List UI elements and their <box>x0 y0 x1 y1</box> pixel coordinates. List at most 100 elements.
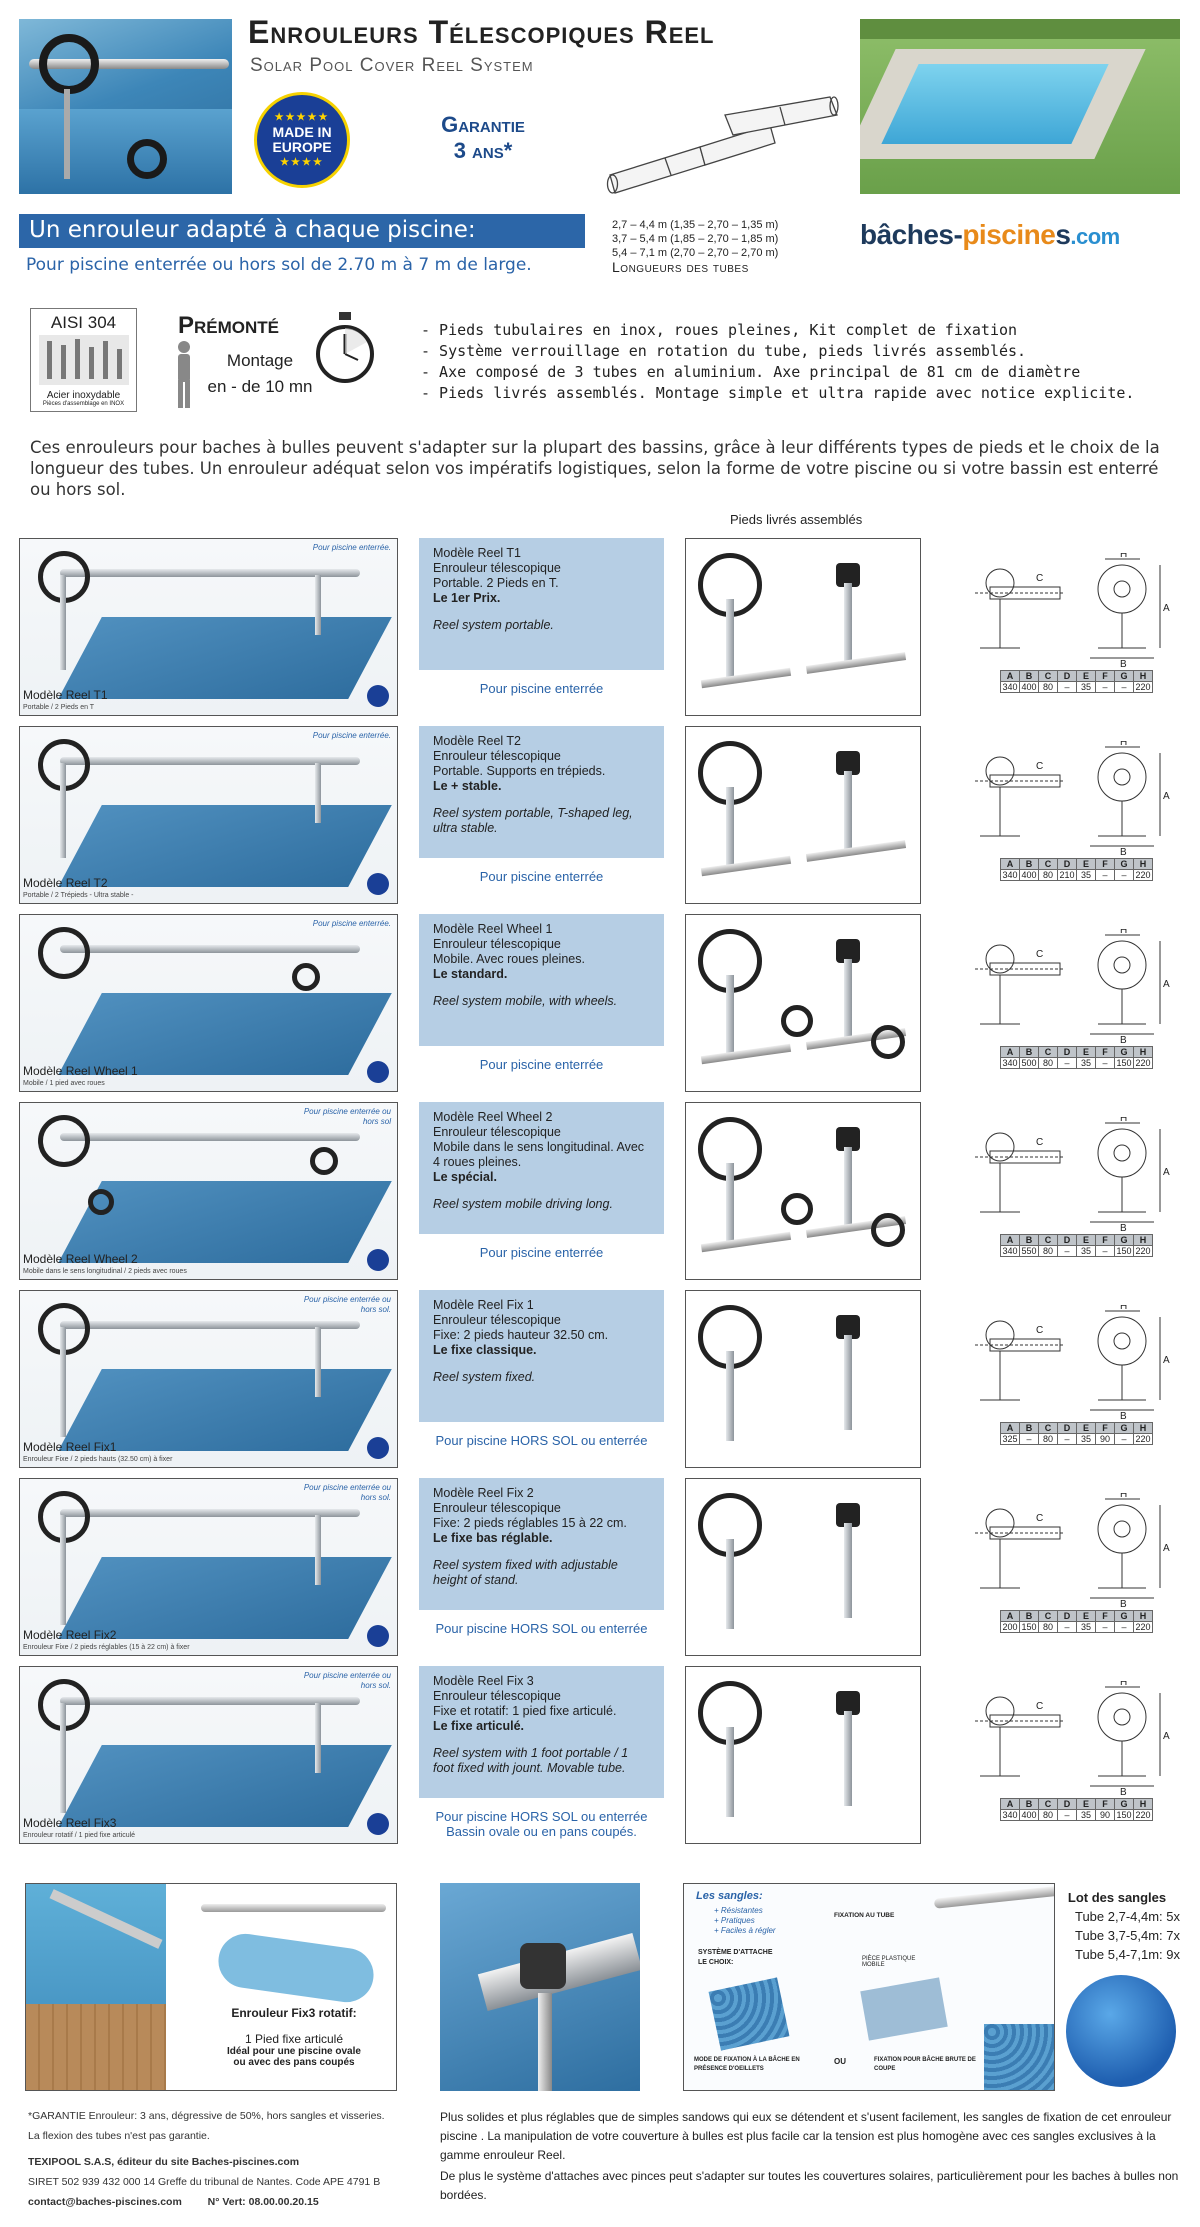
eu-stars-icon: ★★★★★ <box>274 112 330 123</box>
mode-label: Mode de fixation à la bâche en présence … <box>694 2057 800 2072</box>
dim-value: 150 <box>1114 1245 1134 1257</box>
sangles-bag-photo <box>1066 1975 1176 2087</box>
dim-header: H <box>1133 1610 1153 1622</box>
dim-header: E <box>1076 1610 1096 1622</box>
reel-tube <box>60 1321 360 1329</box>
model-image: Pour piscine enterrée. Modèle Reel T1 Po… <box>19 538 398 716</box>
lot-row: Tube 2,7-4,4m: 5x <box>1074 1909 1180 1924</box>
leg-right <box>844 1147 852 1227</box>
dim-header: H <box>1133 1798 1153 1810</box>
model-type: Enrouleur télescopique <box>433 1313 561 1327</box>
dim-value: 500 <box>1019 1057 1039 1069</box>
model-pool-link[interactable]: Pour piscine enterrée <box>479 869 604 884</box>
model-type: Enrouleur télescopique <box>433 1689 561 1703</box>
model-name: Modèle Reel T2 <box>433 734 522 748</box>
crank-wheel-icon <box>38 1115 90 1167</box>
model-english: Reel system fixed. <box>433 1370 536 1384</box>
dim-value: – <box>1057 1245 1077 1257</box>
model-name: Modèle Reel Fix 2 <box>433 1486 534 1500</box>
model-pool-link[interactable]: Pour piscine HORS SOL ou enterrée <box>435 1433 648 1448</box>
dim-header: C <box>1038 858 1058 870</box>
reel-leg <box>60 575 66 670</box>
premonte-title: Prémonté <box>178 312 280 339</box>
dim-value: 150 <box>1114 1809 1134 1821</box>
reel-leg <box>315 763 321 823</box>
garantie-label: Garantie <box>441 112 525 137</box>
model-english: Reel system with 1 foot portable / 1 foo… <box>433 1746 629 1775</box>
model-feature: Portable. Supports en trépieds. <box>433 764 606 778</box>
dim-header: E <box>1076 1798 1096 1810</box>
reel-leg <box>315 1327 321 1397</box>
reel-tube <box>60 1509 360 1517</box>
model-sublabel: Portable / 2 Trépieds - Ultra stable - <box>23 892 134 899</box>
model-parts-image <box>685 1102 921 1280</box>
svg-text:C: C <box>1036 1325 1043 1336</box>
dim-header: H <box>1133 1046 1153 1058</box>
lot-row: Tube 3,7-5,4m: 7x <box>1074 1928 1180 1943</box>
svg-text:H: H <box>1120 1493 1127 1500</box>
dim-header: F <box>1095 670 1115 682</box>
dim-header: H <box>1133 858 1153 870</box>
dim-header: C <box>1038 1046 1058 1058</box>
screws-icon <box>38 335 129 385</box>
model-highlight: Le fixe bas réglable. <box>433 1531 553 1545</box>
model-sublabel: Mobile / 1 pied avec roues <box>23 1080 105 1087</box>
wheel-icon <box>781 1005 813 1037</box>
dim-value: 340 <box>1000 1245 1020 1257</box>
banner-subtitle: Pour piscine enterrée ou hors sol de 2.7… <box>26 255 532 275</box>
dim-header: A <box>1000 670 1020 682</box>
lot-title: Lot des sangles <box>1067 1890 1167 1905</box>
model-pool-link[interactable]: Pour piscine enterrée <box>479 1245 604 1260</box>
model-description: Modèle Reel T2 Enrouleur télescopique Po… <box>419 726 664 858</box>
dim-header: B <box>1019 1610 1039 1622</box>
dim-header: F <box>1095 1046 1115 1058</box>
dim-header: F <box>1095 858 1115 870</box>
dim-value: 220 <box>1133 681 1153 693</box>
stopwatch-icon <box>316 312 374 383</box>
svg-text:A: A <box>1163 603 1170 614</box>
model-label: Modèle Reel Wheel 2 <box>23 1252 138 1266</box>
dim-value: 35 <box>1076 1621 1096 1633</box>
model-feature: Fixe: 2 pieds hauteur 32.50 cm. <box>433 1328 609 1342</box>
dim-value: 35 <box>1076 869 1096 881</box>
model-pool-link[interactable]: Pour piscine HORS SOL ou enterrée Bassin… <box>435 1809 648 1839</box>
model-name: Modèle Reel Fix 1 <box>433 1298 534 1312</box>
dim-header: D <box>1057 1234 1077 1246</box>
dim-header: H <box>1133 670 1153 682</box>
model-feature: Fixe: 2 pieds réglables 15 à 22 cm. <box>433 1516 627 1530</box>
model-label: Modèle Reel Wheel 1 <box>23 1064 138 1078</box>
footer-contact-link[interactable]: contact@baches-piscines.com <box>28 2196 182 2208</box>
dim-value: 340 <box>1000 1809 1020 1821</box>
dim-value: 90 <box>1095 1809 1115 1821</box>
model-target-tag: Pour piscine enterrée ou hors sol. <box>303 1671 391 1690</box>
reel-leg <box>60 1703 66 1813</box>
eu-flag-icon <box>367 873 389 895</box>
dim-header: B <box>1019 1046 1039 1058</box>
logo-part4: .com <box>1070 224 1120 249</box>
reel-leg <box>60 1515 66 1625</box>
model-parts-image <box>685 914 921 1092</box>
dim-header: E <box>1076 670 1096 682</box>
model-pool-link[interactable]: Pour piscine HORS SOL ou enterrée <box>435 1621 648 1636</box>
eu-flag-icon <box>367 685 389 707</box>
site-logo[interactable]: bâches-piscines.com <box>860 219 1120 251</box>
badge-line1: MADE IN <box>272 124 332 140</box>
tube-lengths: 2,7 – 4,4 m (1,35 – 2,70 – 1,35 m) 3,7 –… <box>612 218 778 274</box>
model-pool-link[interactable]: Pour piscine enterrée <box>479 1057 604 1072</box>
model-pool-link[interactable]: Pour piscine enterrée <box>479 681 604 696</box>
dim-header: C <box>1038 1422 1058 1434</box>
footer-company: TEXIPOOL S.A.S, éditeur du site Baches-p… <box>28 2156 300 2168</box>
model-label: Modèle Reel Fix2 <box>23 1628 117 1642</box>
dim-header: G <box>1114 1422 1134 1434</box>
leg-left <box>726 1351 734 1441</box>
leg-left <box>726 599 734 679</box>
model-image-label: Modèle Reel T1 Portable / 2 Pieds en T <box>23 686 108 711</box>
fix-tube-label: Fixation au tube <box>834 1912 895 1919</box>
garantie-value: 3 ans* <box>453 138 513 163</box>
page-subtitle: Solar Pool Cover Reel System <box>250 55 534 76</box>
